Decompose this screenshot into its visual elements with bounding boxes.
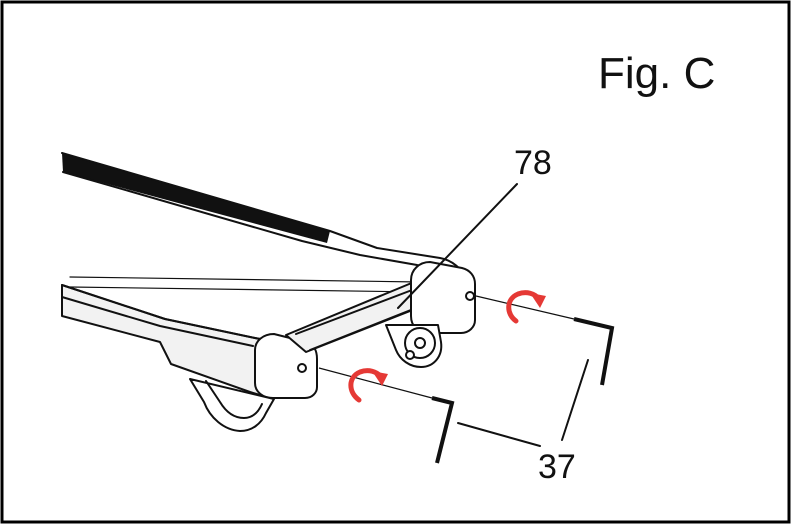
left-rotation-arrowhead-icon bbox=[372, 371, 388, 386]
treadmill-rear-assembly bbox=[61, 152, 476, 432]
callout-37-right-leader bbox=[561, 359, 589, 441]
left-clockwise-arrow bbox=[348, 368, 388, 403]
rear-roller-top-line bbox=[295, 286, 421, 335]
left-hex-key bbox=[431, 396, 455, 464]
belt-hatch-line-2 bbox=[69, 286, 421, 293]
upper-belt-rail-dark bbox=[62, 153, 330, 243]
lower-rail-inner-line bbox=[61, 296, 254, 347]
callout-37-left-leader bbox=[457, 422, 541, 447]
right-rear-endcap bbox=[410, 261, 476, 334]
callout-78-label: 78 bbox=[514, 144, 552, 182]
right-hex-key bbox=[573, 317, 615, 386]
callout-37-group: 37 bbox=[457, 359, 589, 486]
left-rear-endcap bbox=[254, 333, 318, 399]
callout-37-label: 37 bbox=[538, 448, 576, 486]
right-wheel-screw bbox=[405, 350, 415, 360]
right-rotation-arrowhead-icon bbox=[530, 293, 546, 308]
adjustment-axis-lines bbox=[318, 295, 575, 399]
callout-78-leader bbox=[397, 183, 518, 309]
belt-hatch-line-1 bbox=[69, 276, 421, 283]
left-bolt-hole bbox=[297, 363, 307, 373]
right-bolt-hole bbox=[465, 291, 475, 301]
left-support-foot bbox=[189, 378, 275, 432]
left-adjustment-axis bbox=[318, 367, 433, 399]
figure-title-group: Fig. C bbox=[598, 49, 715, 98]
right-clockwise-arrow bbox=[506, 290, 546, 324]
callout-78-group: 78 bbox=[397, 144, 552, 309]
figure-title: Fig. C bbox=[598, 49, 715, 98]
right-wheel-center bbox=[414, 337, 426, 349]
left-foot-inner-line bbox=[205, 380, 263, 419]
right-hex-key-shape bbox=[573, 317, 615, 386]
left-hex-key-shape bbox=[431, 396, 455, 464]
right-adjustment-axis bbox=[475, 295, 575, 320]
